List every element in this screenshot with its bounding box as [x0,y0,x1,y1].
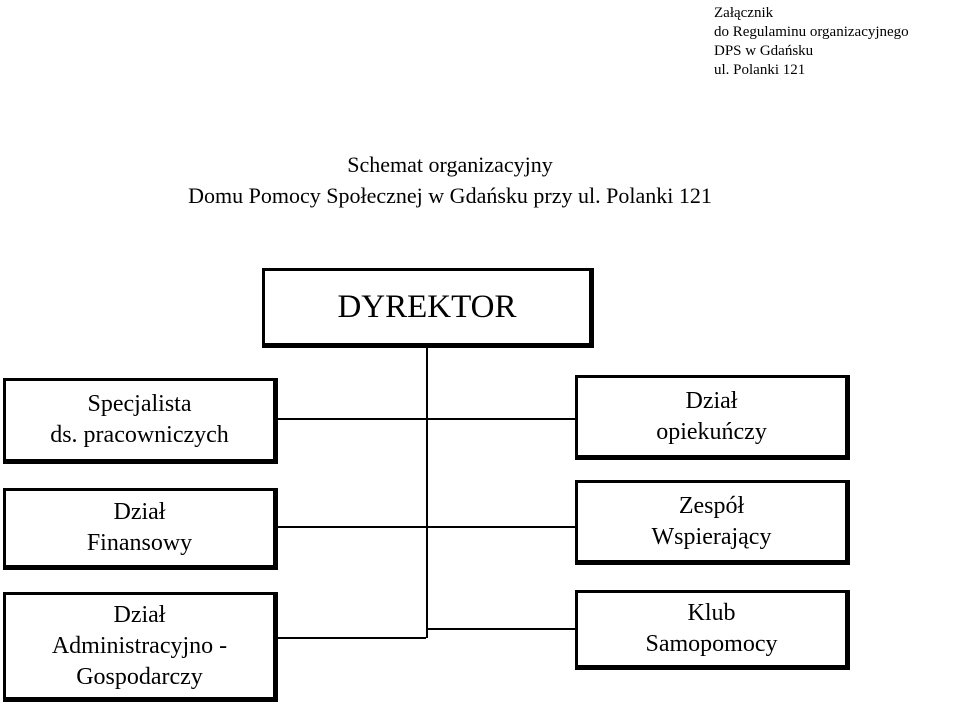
box-label: Wspierający [651,523,772,550]
connector-left-2 [276,526,426,528]
box-admin-dept: Dział Administracyjno - Gospodarczy [3,592,278,702]
attachment-line: Załącznik [714,5,774,21]
attachment-line: do Regulaminu organizacyjnego [714,24,909,40]
director-label: DYREKTOR [337,288,517,325]
box-label: Klub [687,600,736,626]
box-label: Finansowy [86,530,193,556]
box-label: ds. pracowniczych [50,422,229,448]
connector-trunk [426,348,428,638]
box-label: Dział [113,601,166,628]
diagram-title: Schemat organizacyjny [347,152,553,177]
connector-left-1 [276,418,426,420]
connector-right-1 [428,418,575,420]
attachment-line: DPS w Gdańsku [714,43,814,59]
attachment-line: ul. Polanki 121 [714,62,806,78]
connector-left-3 [276,637,426,639]
box-label: opiekuńczy [656,418,767,445]
box-label: Administracyjno - [51,632,228,659]
box-label: Specjalista [87,391,192,417]
box-label: Gospodarczy [76,663,203,690]
box-care-dept: Dział opiekuńczy [575,375,850,460]
connector-right-2 [428,526,575,528]
box-label: Samopomocy [645,631,778,657]
attachment-note: Załącznik do Regulaminu organizacyjnego … [714,4,909,80]
box-self-help-club: Klub Samopomocy [575,590,850,670]
director-box: DYREKTOR [262,268,594,348]
box-support-team: Zespół Wspierający [575,480,850,565]
box-hr-specialist: Specjalista ds. pracowniczych [3,378,278,464]
box-finance-dept: Dział Finansowy [3,488,278,570]
box-label: Dział [113,499,166,525]
box-label: Dział [685,387,738,414]
connector-right-3 [428,628,575,630]
diagram-subtitle: Domu Pomocy Społecznej w Gdańsku przy ul… [188,183,712,208]
box-label: Zespół [678,492,745,519]
